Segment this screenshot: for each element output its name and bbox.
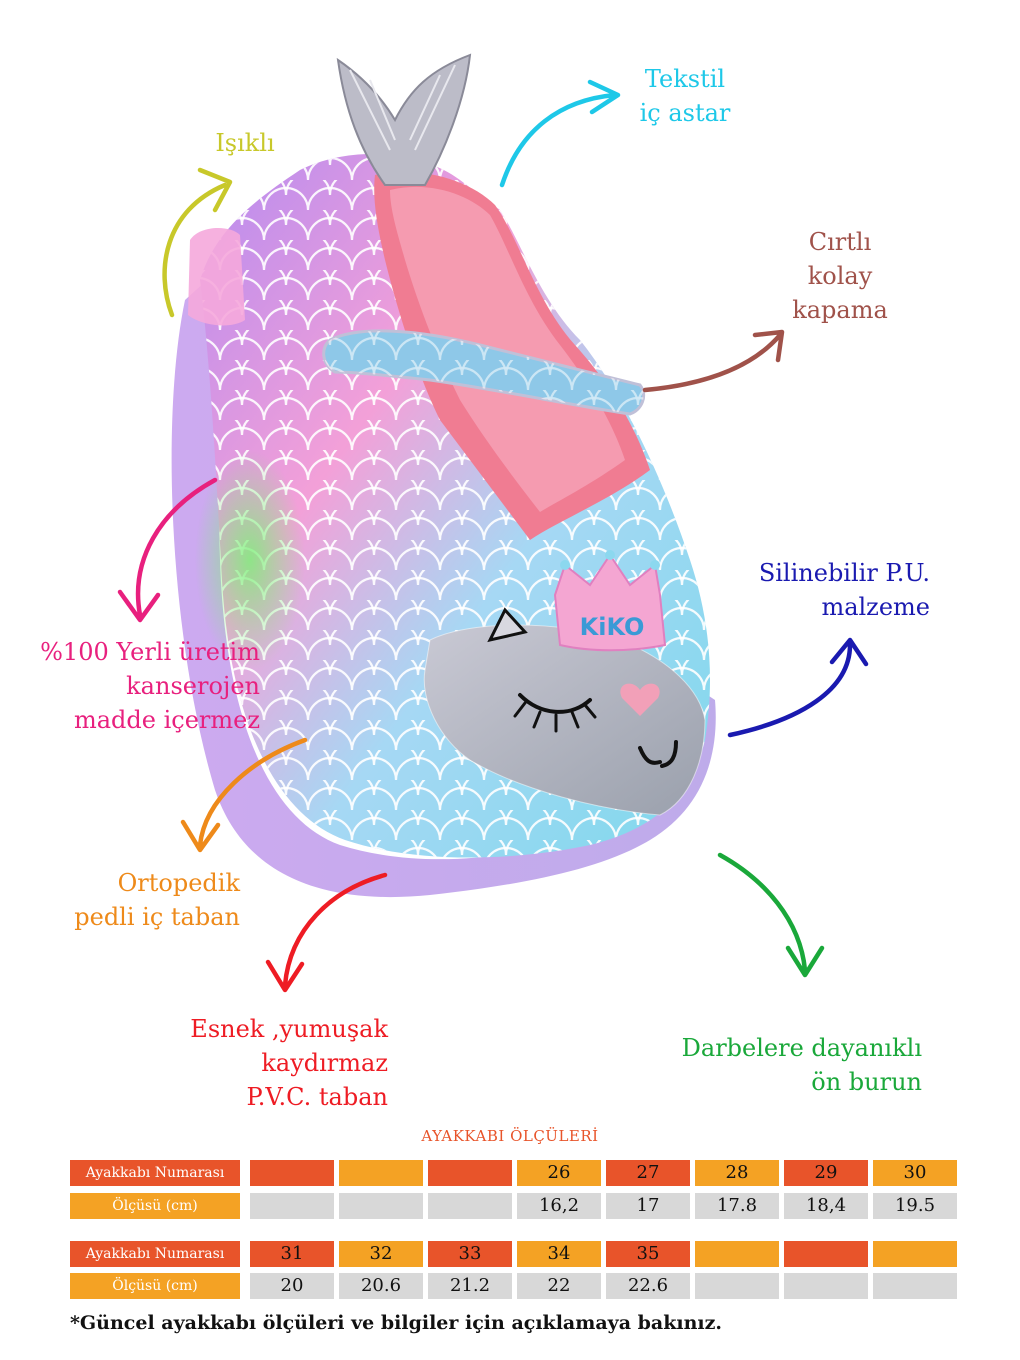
label-darbelere: Darbelere dayanıklı ön burun <box>681 1034 922 1096</box>
size-number-cell: 31 <box>250 1241 334 1267</box>
label-tekstil: Tekstil iç astar <box>639 65 731 127</box>
arrow-yerli <box>117 477 218 623</box>
size-cm-cell: 20 <box>250 1273 334 1299</box>
size-number-cell <box>784 1241 868 1267</box>
row-label-size: Ölçüsü (cm) <box>70 1273 240 1299</box>
label-isikli: Işıklı <box>215 129 275 157</box>
arrow-esnek <box>265 872 388 993</box>
size-number-cell: 27 <box>606 1160 690 1186</box>
size-cm-cell: 20.6 <box>339 1273 423 1299</box>
size-cm-cell: 21.2 <box>428 1273 512 1299</box>
label-ortopedik: Ortopedik pedli iç taban <box>74 869 240 931</box>
size-number-cell: 29 <box>784 1160 868 1186</box>
row-label-size: Ölçüsü (cm) <box>70 1193 240 1219</box>
footnote: *Güncel ayakkabı ölçüleri ve bilgiler iç… <box>70 1312 723 1334</box>
arrows-layer <box>117 79 869 993</box>
size-number-cell <box>873 1241 957 1267</box>
size-cm-cell <box>873 1273 957 1299</box>
size-number-cell <box>695 1241 779 1267</box>
size-cm-cell: 22 <box>517 1273 601 1299</box>
size-number-cell: 32 <box>339 1241 423 1267</box>
size-cm-cell: 19.5 <box>873 1193 957 1219</box>
size-cm-cell <box>339 1193 423 1219</box>
shoe-image: KiKO <box>171 53 716 898</box>
crown-badge-text: KiKO <box>580 613 645 641</box>
size-cm-cell: 16,2 <box>517 1193 601 1219</box>
size-number-cell: 30 <box>873 1160 957 1186</box>
row-label-number: Ayakkabı Numarası <box>70 1241 240 1267</box>
size-cm-cell: 17 <box>606 1193 690 1219</box>
arrow-cirtli <box>642 329 785 393</box>
size-number-cell: 35 <box>606 1241 690 1267</box>
label-cirtli: Cırtlı kolay kapama <box>792 228 888 324</box>
arrow-ortopedik <box>180 737 308 853</box>
label-esnek: Esnek ,yumuşak kaydırmaz P.V.C. taban <box>190 1015 388 1111</box>
size-number-cell: 28 <box>695 1160 779 1186</box>
size-cm-cell: 17.8 <box>695 1193 779 1219</box>
row-label-number: Ayakkabı Numarası <box>70 1160 240 1186</box>
label-silinebilir: Silinebilir P.U. malzeme <box>758 559 930 621</box>
size-number-cell: 26 <box>517 1160 601 1186</box>
size-cm-cell <box>784 1273 868 1299</box>
size-cm-cell: 22.6 <box>606 1273 690 1299</box>
arrow-darbelere <box>717 852 825 978</box>
arrow-tekstil <box>499 79 621 188</box>
size-cm-cell <box>695 1273 779 1299</box>
size-number-cell <box>428 1160 512 1186</box>
size-cm-cell <box>250 1193 334 1219</box>
arrow-silinebilir <box>727 637 869 738</box>
size-number-cell: 34 <box>517 1241 601 1267</box>
label-yerli: %100 Yerli üretim kanserojen madde içerm… <box>40 638 260 734</box>
size-number-cell <box>339 1160 423 1186</box>
size-cm-cell <box>428 1193 512 1219</box>
size-table-title: AYAKKABI ÖLÇÜLERİ <box>421 1127 599 1145</box>
arrow-isikli <box>162 167 233 318</box>
size-number-cell <box>250 1160 334 1186</box>
size-cm-cell: 18,4 <box>784 1193 868 1219</box>
size-number-cell: 33 <box>428 1241 512 1267</box>
